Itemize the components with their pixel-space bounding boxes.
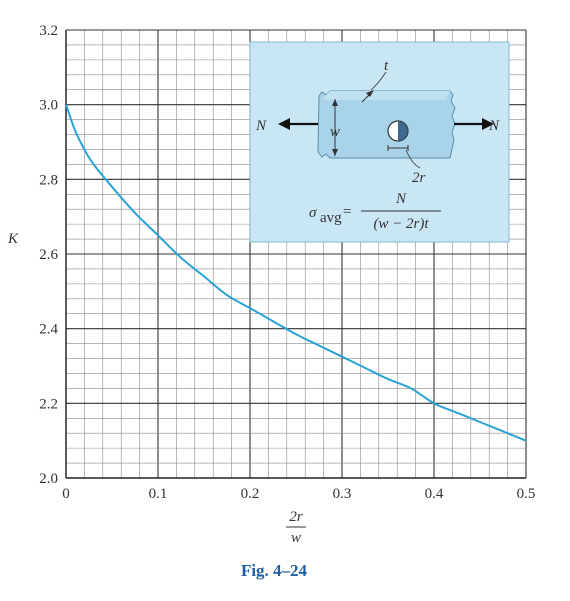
x-tick-labels: 0 0.1 0.2 0.3 0.4 0.5 <box>62 486 535 502</box>
x-axis-label-denominator: w <box>291 530 301 546</box>
inset-diagram: w 2r t N N σ avg = N (w − 2r)t <box>249 41 510 243</box>
t-arrow-head <box>366 90 374 97</box>
hole-inner-shadow <box>398 121 408 141</box>
y-tick-label: 2.6 <box>39 247 58 263</box>
y-tick-labels: 2.0 2.2 2.4 2.6 2.8 3.0 3.2 <box>39 23 58 487</box>
y-tick-label: 2.2 <box>39 396 58 412</box>
bar-top-face <box>322 91 450 100</box>
series-layer <box>65 104 527 442</box>
x-axis-label: 2r w <box>286 509 306 546</box>
t-leader <box>370 71 387 91</box>
y-tick-label: 2.0 <box>39 471 58 487</box>
width-arrow-top <box>332 99 338 106</box>
formula-equals: = <box>343 204 351 220</box>
formula-denominator: (w − 2r)t <box>373 216 429 232</box>
right-force-arrowhead <box>482 118 494 130</box>
y-tick-label: 3.0 <box>39 98 58 114</box>
inset-t-label: t <box>384 58 389 74</box>
x-tick-label: 0.1 <box>149 486 168 502</box>
left-force-arrowhead <box>278 118 290 130</box>
x-tick-label: 0 <box>62 486 70 502</box>
2r-leader <box>405 149 421 169</box>
x-axis-label-numerator: 2r <box>289 509 303 525</box>
inset-N-left-label: N <box>255 118 267 134</box>
formula-sigma: σ <box>309 205 317 221</box>
figure-caption: Fig. 4–24 <box>241 561 308 580</box>
x-tick-label: 0.4 <box>425 486 444 502</box>
y-tick-label: 2.8 <box>39 172 58 188</box>
inset-w-label: w <box>330 124 340 140</box>
inset-N-right-label: N <box>488 118 500 134</box>
x-tick-label: 0.3 <box>333 486 352 502</box>
k-curve-line <box>65 104 527 442</box>
y-tick-label: 3.2 <box>39 23 58 39</box>
x-tick-label: 0.5 <box>517 486 536 502</box>
inset-2r-label: 2r <box>412 170 426 186</box>
y-tick-label: 2.4 <box>39 322 58 338</box>
x-tick-label: 0.2 <box>241 486 260 502</box>
formula-numerator: N <box>395 191 407 207</box>
width-arrow-bottom <box>332 149 338 156</box>
formula-subscript: avg <box>320 210 342 226</box>
y-axis-label: K <box>7 231 19 247</box>
